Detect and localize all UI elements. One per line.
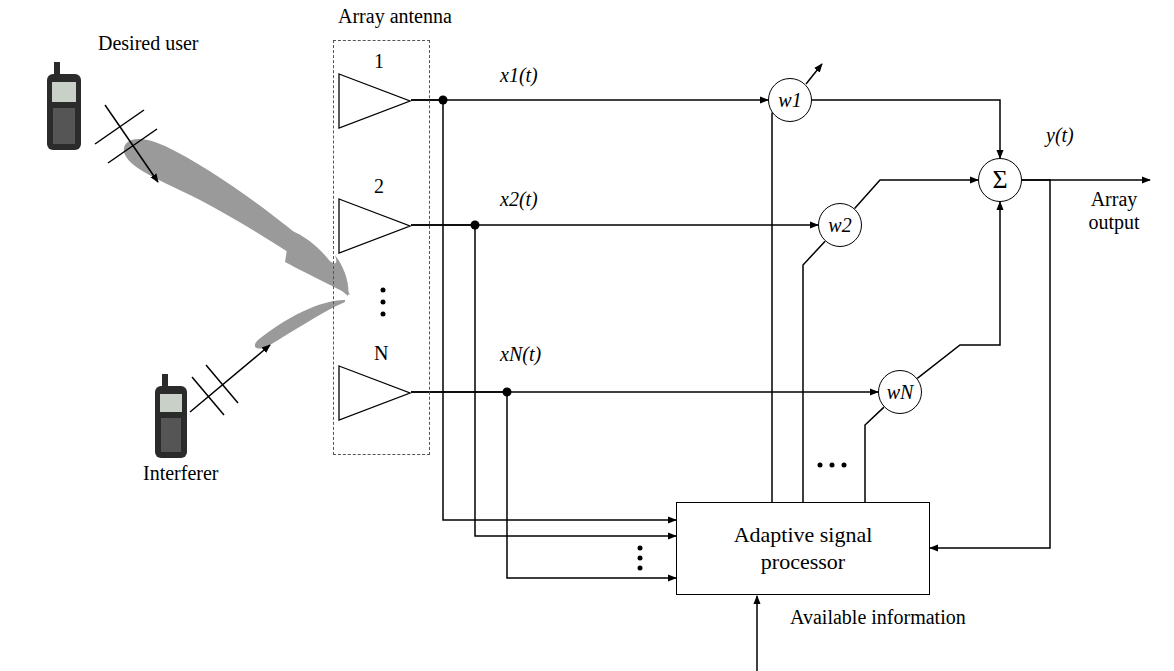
drawing-part: [381, 300, 386, 305]
node-symbol: w1: [778, 88, 801, 112]
signal-name: y(t): [1046, 124, 1074, 147]
drawing-part: [54, 62, 60, 76]
signal-wire: [855, 180, 978, 209]
signal-wire: [411, 392, 676, 578]
side-lobe: [255, 300, 345, 349]
caption-text: Desired user: [98, 32, 199, 55]
drawing-part: [53, 108, 75, 144]
signal-wire: [803, 241, 825, 502]
drawing-part: [162, 374, 168, 388]
drawing-part: [638, 566, 643, 571]
element-number: 1: [374, 51, 384, 71]
antenna-element: 2: [338, 198, 411, 254]
caption-text: Available information: [790, 606, 966, 629]
drawing-part: [818, 463, 823, 468]
drawing-part: [830, 463, 835, 468]
element-number: N: [374, 343, 388, 363]
drawing-part: [842, 463, 847, 468]
drawing-part: [160, 394, 182, 412]
processor-box: Adaptive signal processor: [676, 502, 930, 595]
antenna-element: N: [338, 365, 411, 421]
weight-circle: w2: [818, 203, 862, 247]
signal-wire: [865, 407, 884, 502]
node-symbol: wN: [887, 380, 914, 404]
antenna-element: 1: [338, 73, 411, 129]
phone-icon: [155, 374, 187, 458]
drawing-part: [52, 82, 76, 102]
element-number: 2: [374, 176, 384, 196]
signal-name: x2(t): [500, 188, 538, 211]
array-box: Array antenna12N: [333, 40, 430, 455]
caption-text: Array output: [1068, 188, 1160, 234]
signal-name: xN(t): [500, 343, 541, 366]
signal-wire: [930, 180, 1050, 548]
node-symbol: w2: [828, 213, 851, 237]
phone-icon: [47, 62, 81, 150]
adjust-arrow: [806, 64, 822, 84]
drawing-part: [105, 105, 158, 182]
drawing-part: [638, 546, 643, 551]
summer-circle: Σ: [978, 158, 1022, 202]
signal-name: x1(t): [500, 64, 538, 87]
drawing-part: [155, 386, 187, 458]
wave-arrow: [95, 105, 158, 182]
weight-circle: w1: [768, 78, 812, 122]
group-heading: Array antenna: [338, 5, 452, 28]
signal-wire: [411, 99, 768, 101]
node-symbol: Σ: [992, 164, 1007, 195]
caption-text: Interferer: [143, 462, 219, 485]
drawing-part: [95, 110, 144, 144]
signal-wire: [411, 225, 676, 536]
drawing-part: [638, 556, 643, 561]
drawing-part: [161, 418, 181, 452]
wave-arrow: [190, 345, 270, 415]
triangle-outline: [338, 198, 411, 254]
weight-circle: wN: [878, 370, 922, 414]
drawing-part: [108, 129, 157, 163]
drawing-part: [192, 377, 224, 415]
drawing-part: [190, 345, 270, 412]
signal-wire: [812, 100, 1000, 158]
drawing-part: [47, 74, 81, 150]
triangle-outline: [338, 365, 411, 421]
beam-pattern: [124, 139, 350, 349]
triangle-shape: [339, 199, 410, 253]
info-arrow: [756, 596, 758, 671]
triangle-shape: [339, 74, 410, 128]
signal-wire: [771, 113, 773, 502]
drawing-part: [206, 365, 238, 403]
box-label: Adaptive signal processor: [723, 522, 883, 575]
drawing-part: [381, 312, 386, 317]
signal-wire: [411, 100, 676, 520]
triangle-shape: [339, 366, 410, 420]
signal-wire: [917, 202, 1000, 378]
drawing-part: [381, 288, 386, 293]
triangle-outline: [338, 73, 411, 129]
